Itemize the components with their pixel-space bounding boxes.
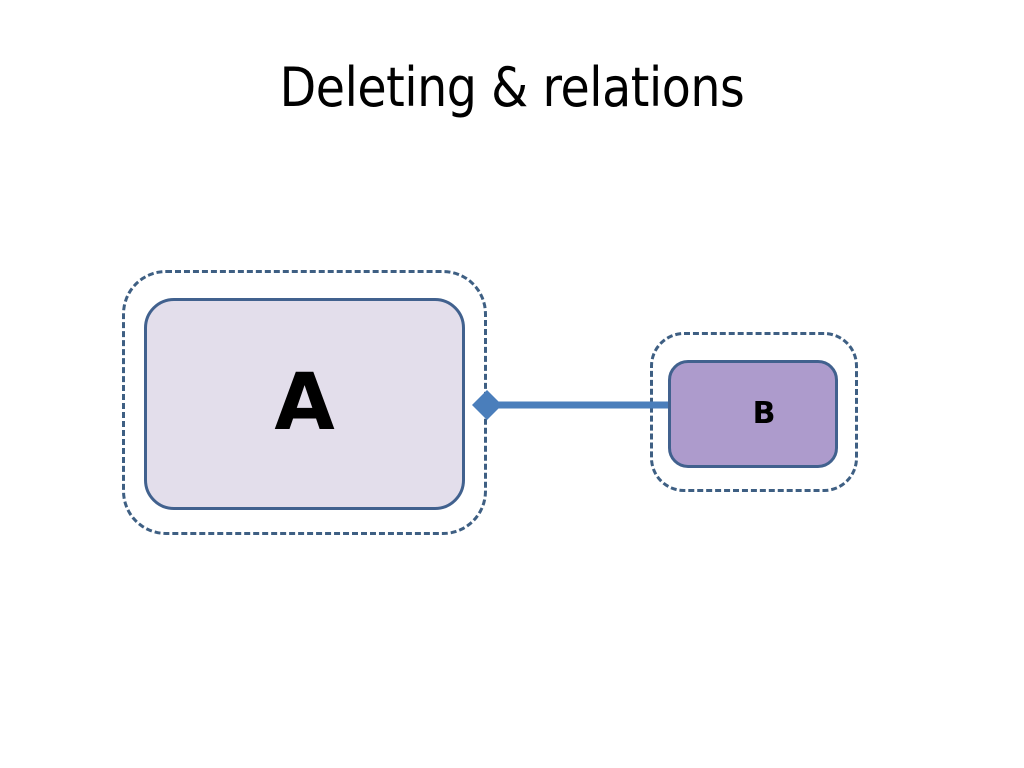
page-title: Deleting & relations (279, 56, 745, 119)
shape-b[interactable]: B (668, 360, 838, 468)
diamond-marker-icon (472, 390, 502, 420)
aggregation-connector[interactable] (466, 380, 676, 430)
shape-a[interactable]: A (144, 298, 465, 510)
shape-a-label: A (274, 358, 335, 448)
shape-b-label: B (752, 396, 776, 431)
selection-outline-b[interactable] (650, 332, 858, 492)
